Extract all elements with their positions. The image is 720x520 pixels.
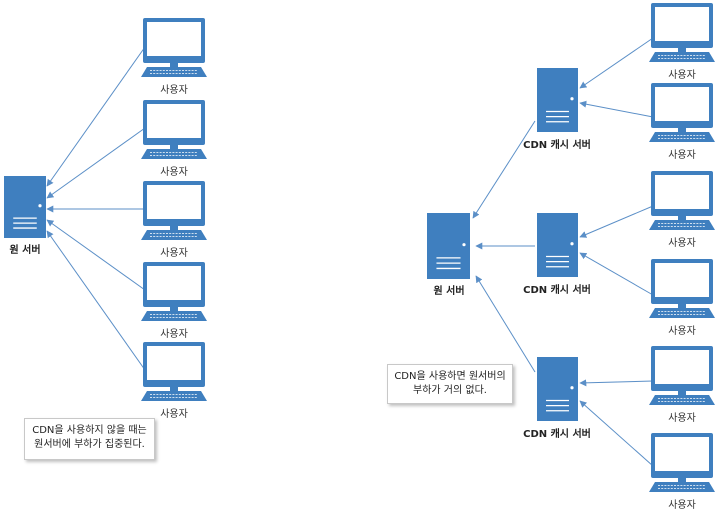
left-user-5-monitor-icon xyxy=(141,342,207,401)
right-origin-server-icon xyxy=(427,213,470,279)
left-arrow-user-4 xyxy=(46,219,146,291)
left-user-1-monitor-icon xyxy=(141,18,207,77)
left-user-1-label: 사용자 xyxy=(160,84,188,96)
connection-arrows xyxy=(46,37,654,467)
left-origin-server-icon xyxy=(4,176,46,238)
arrow-cache-3-to-origin xyxy=(475,275,536,373)
left-arrow-user-1 xyxy=(46,46,146,187)
left-note-box: CDN을 사용하지 않을 때는 원서버에 부하가 집중된다. xyxy=(24,418,155,460)
network-nodes xyxy=(4,3,715,492)
left-user-5-label: 사용자 xyxy=(160,408,188,420)
right-user-1-label: 사용자 xyxy=(668,69,696,81)
left-user-3-monitor-icon xyxy=(141,181,207,240)
arrow-user-5-to-cache-3 xyxy=(579,379,654,387)
arrow-user-6-to-cache-3 xyxy=(579,400,654,467)
arrow-user-3-to-cache-2 xyxy=(579,205,654,238)
right-user-6-label: 사용자 xyxy=(668,499,696,511)
right-user-2-monitor-icon xyxy=(649,83,715,142)
right-user-1-monitor-icon xyxy=(649,3,715,62)
arrow-cache-1-to-origin xyxy=(472,120,536,219)
left-user-3-label: 사용자 xyxy=(160,247,188,259)
right-user-2-label: 사용자 xyxy=(668,149,696,161)
left-arrow-user-5 xyxy=(46,230,146,371)
cdn-cache-server-1-icon xyxy=(537,68,578,132)
arrow-user-1-to-cache-1 xyxy=(579,37,654,89)
left-user-2-monitor-icon xyxy=(141,100,207,159)
arrow-user-4-to-cache-2 xyxy=(579,252,654,296)
right-user-4-label: 사용자 xyxy=(668,325,696,337)
right-user-4-monitor-icon xyxy=(649,259,715,318)
right-user-5-label: 사용자 xyxy=(668,412,696,424)
cdn-cache-server-2-icon xyxy=(537,213,578,277)
left-origin-label: 원 서버 xyxy=(9,243,40,256)
right-user-6-monitor-icon xyxy=(649,433,715,492)
left-arrow-user-2 xyxy=(46,127,146,199)
right-user-3-monitor-icon xyxy=(649,171,715,230)
left-user-4-label: 사용자 xyxy=(160,328,188,340)
right-origin-label: 원 서버 xyxy=(433,284,464,297)
cdn-cache-server-3-label: CDN 캐시 서버 xyxy=(523,427,591,440)
left-user-2-label: 사용자 xyxy=(160,166,188,178)
right-user-3-label: 사용자 xyxy=(668,237,696,249)
right-user-5-monitor-icon xyxy=(649,346,715,405)
cdn-cache-server-2-label: CDN 캐시 서버 xyxy=(523,283,591,296)
cdn-cache-server-3-icon xyxy=(537,357,578,421)
right-note-box: CDN을 사용하면 원서버의 부하가 거의 없다. xyxy=(387,364,513,404)
arrow-user-2-to-cache-1 xyxy=(579,100,654,118)
cdn-cache-server-1-label: CDN 캐시 서버 xyxy=(523,138,591,151)
left-user-4-monitor-icon xyxy=(141,262,207,321)
